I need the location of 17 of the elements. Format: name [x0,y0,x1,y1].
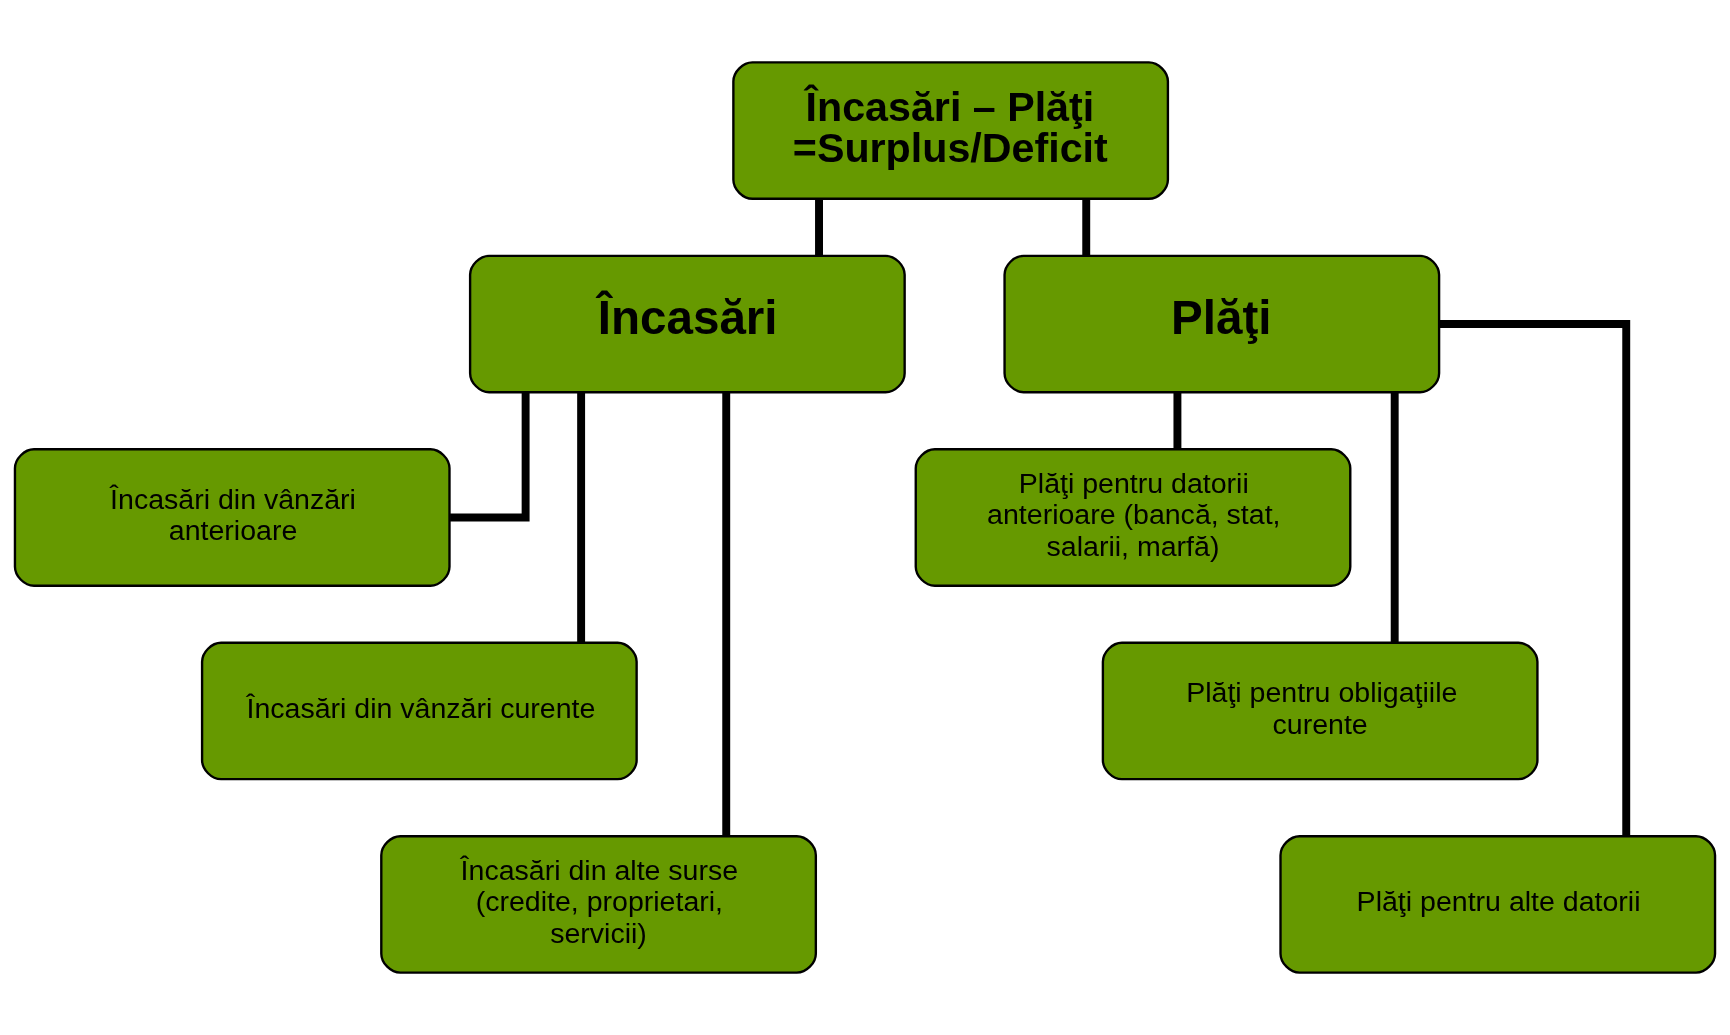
node-box: Plăţi [1003,254,1441,394]
connector [1439,320,1631,837]
node-box: Încasări [468,254,906,394]
connector [1082,198,1091,256]
node-box: Încasări din vânzări curente [200,641,638,781]
connector [577,392,586,643]
node-box: Încasări din alte surse (credite, proprietari, servicii) [380,835,818,974]
node-box: Încasări din vânzări anterioare [13,448,451,587]
node-box: Plăţi pentru datorii anterioare (bancă, stat, salarii, marfă) [914,448,1352,587]
node-box: Încasări – Plăţi =Surplus/Deficit [732,61,1170,200]
connector [450,392,530,522]
connector [722,392,731,836]
connector [1173,392,1182,450]
connector [1390,392,1399,643]
node-box: Plăţi pentru obligaţiile curente [1101,641,1539,781]
connector [815,198,823,256]
node-box: Plăţi pentru alte datorii [1279,835,1717,974]
